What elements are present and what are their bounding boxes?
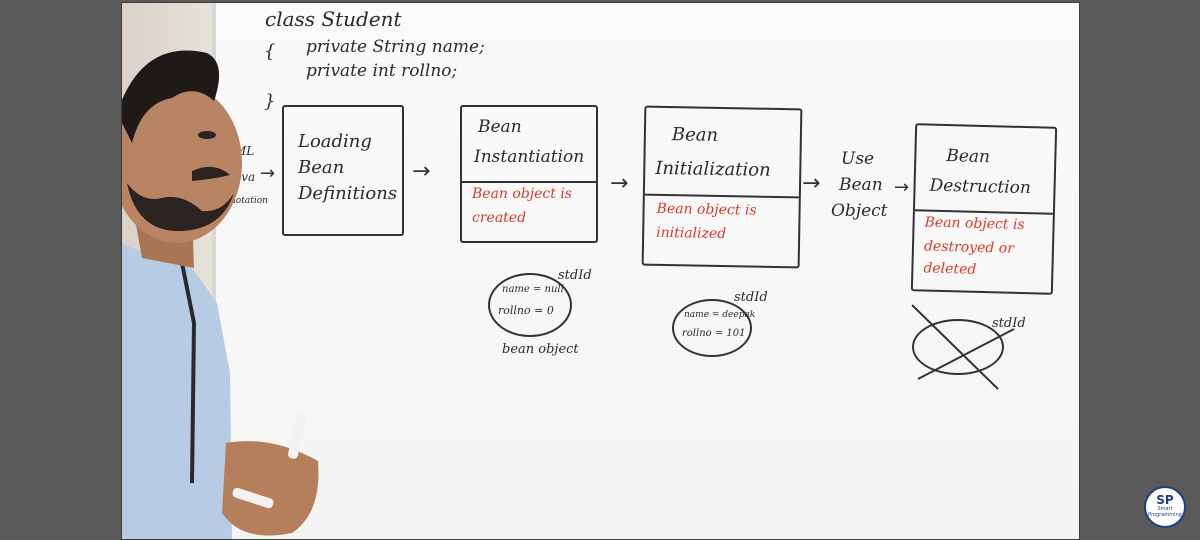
arrow-2: → <box>610 171 629 196</box>
object-oval-initialized: name = deepak rollno = 101 <box>672 299 756 357</box>
box2-note-line2: created <box>472 210 527 226</box>
box-loading-bean-definitions: Loading Bean Definitions <box>282 105 404 236</box>
box2-title-line1: Bean <box>478 117 522 137</box>
box2-title-line2: Instantiation <box>474 147 585 167</box>
use-label-line1: Use <box>841 149 875 169</box>
box3-divider <box>644 193 799 199</box>
use-label-line2: Bean <box>839 175 883 195</box>
box3-note-line2: initialized <box>656 224 727 243</box>
object-oval-destroyed <box>912 319 1004 375</box>
source-annotation: notation <box>230 196 268 206</box>
field-rollno: private int rollno; <box>306 61 458 81</box>
use-label-line3: Object <box>831 201 888 221</box>
object-oval-created: name = null rollno = 0 <box>488 273 572 337</box>
box4-title-line1: Bean <box>946 146 991 168</box>
oval2-line2: rollno = 101 <box>682 328 746 339</box>
oval1-caption: bean object <box>502 342 579 357</box>
box2-note-line1: Bean object is <box>472 186 572 202</box>
presenter-image <box>122 50 319 539</box>
channel-logo[interactable]: SP Smart Programming <box>1144 486 1186 528</box>
video-frame[interactable]: class Student { private String name; pri… <box>121 2 1080 540</box>
cross-out-mark <box>911 304 1015 390</box>
box4-note-line3: deleted <box>923 260 977 278</box>
logo-text: Smart Programming <box>1148 506 1182 518</box>
logo-mark: SP <box>1156 493 1174 507</box>
oval2-label: stdId <box>734 290 768 305</box>
box-bean-destruction: Bean Destruction Bean object is destroye… <box>910 123 1058 295</box>
oval1-line2: rollno = 0 <box>498 304 554 317</box>
arrow-4: → <box>894 177 910 198</box>
oval3-label: stdId <box>992 316 1026 331</box>
box-bean-instantiation: Bean Instantiation Bean object is create… <box>460 105 598 243</box>
brace-close: } <box>264 91 276 112</box>
box4-title-line2: Destruction <box>929 175 1032 199</box>
box1-title: Loading Bean Definitions <box>298 131 398 205</box>
arrow-1: → <box>412 159 431 184</box>
oval1-line1: name = null <box>502 284 564 295</box>
arrow-3: → <box>802 171 821 196</box>
field-name: private String name; <box>306 37 485 57</box>
box3-note-line1: Bean object is <box>656 200 757 219</box>
oval1-label: stdId <box>558 268 592 283</box>
box-bean-initialization: Bean Initialization Bean object is initi… <box>641 105 803 269</box>
box3-title-line1: Bean <box>671 124 719 146</box>
oval2-line1: name = deepak <box>684 310 756 320</box>
box4-note-line2: destroyed or <box>923 238 1015 257</box>
class-declaration: class Student <box>265 7 402 31</box>
source-arrow: → <box>260 163 276 184</box>
brace-open: { <box>264 41 276 62</box>
box3-title-line2: Initialization <box>655 157 771 181</box>
whiteboard <box>212 3 1079 539</box>
box2-divider <box>462 181 596 183</box>
box4-note-line1: Bean object is <box>924 214 1025 234</box>
